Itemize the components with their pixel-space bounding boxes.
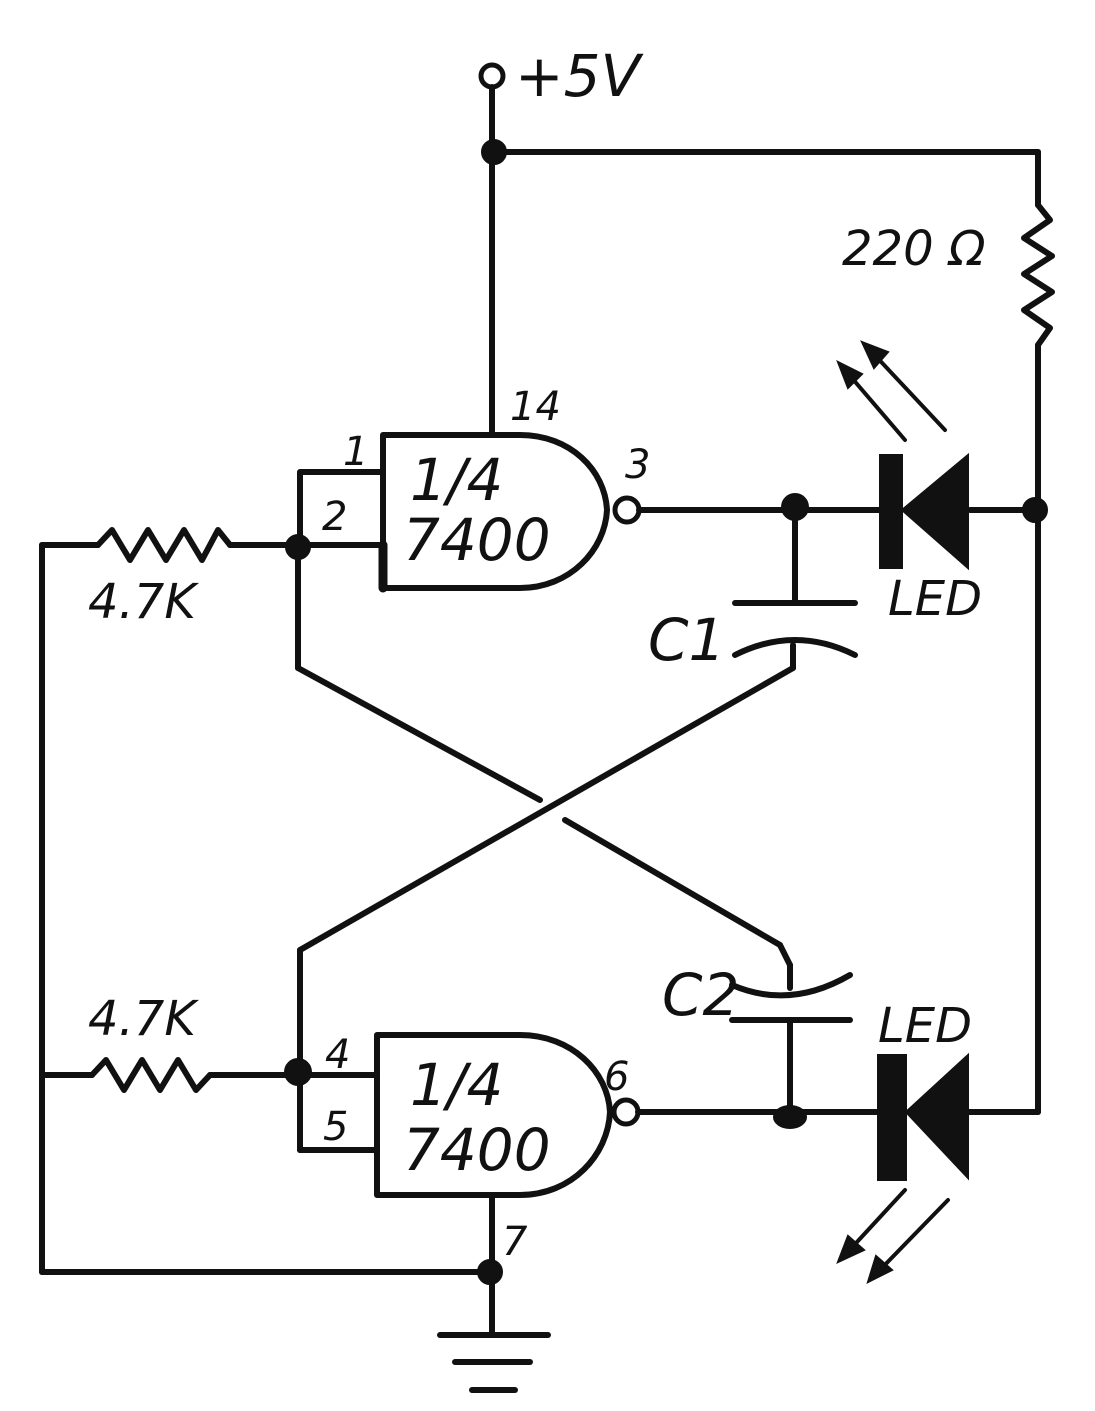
gate-top-pin-2: 2: [322, 494, 347, 540]
gate-bottom-pin-7: 7: [502, 1219, 528, 1265]
led-top-label: LED: [888, 571, 982, 627]
capacitor-c1-label: C1: [648, 606, 725, 674]
capacitor-c2: [729, 962, 853, 1115]
supply-rail: [481, 139, 1041, 438]
resistor-4-7k-top-label: 4.7K: [88, 574, 199, 630]
gate-top-pin-1: 1: [343, 429, 368, 475]
led-top: [879, 452, 969, 571]
right-supply-wire: [1022, 342, 1048, 1115]
supply-terminal: [478, 62, 506, 155]
resistor-220-ohm: [1021, 202, 1055, 348]
gate-top-input-wiring: [285, 469, 386, 671]
led-bottom-light-arrows: [836, 1188, 950, 1284]
led-bottom-label: LED: [878, 998, 972, 1054]
resistor-4-7k-bottom-label: 4.7K: [88, 991, 199, 1047]
led-top-light-arrows: [836, 340, 947, 442]
gate-bottom-fraction: 1/4: [410, 1051, 503, 1119]
led-bottom: [877, 1052, 969, 1181]
supply-label: +5V: [515, 42, 644, 110]
left-ground-wire: [39, 542, 495, 1275]
gate-top-part: 7400: [403, 506, 551, 574]
gate-bottom-output-wire: [635, 1105, 1041, 1129]
gate-top-output-wire: [636, 493, 1038, 521]
resistor-220-label: 220 Ω: [842, 221, 986, 277]
gate-bottom-pin-4: 4: [325, 1032, 350, 1078]
nand-gate-top: [378, 432, 642, 593]
gate-bottom-pin-6: 6: [604, 1054, 629, 1100]
gate-top-pin-3: 3: [625, 442, 650, 488]
gate-bottom-pin-5: 5: [323, 1104, 348, 1150]
capacitor-c1: [732, 507, 858, 671]
gate-top-pin-vcc: 14: [510, 384, 561, 430]
gate-bottom-part: 7400: [403, 1116, 551, 1184]
resistor-4-7k-top: [39, 527, 301, 563]
resistor-4-7k-bottom: [39, 1057, 303, 1093]
capacitor-c2-label: C2: [662, 961, 739, 1029]
cross-coupling-wires: [295, 665, 796, 1073]
ground-symbol: [437, 1192, 551, 1393]
gate-top-fraction: 1/4: [410, 446, 503, 514]
